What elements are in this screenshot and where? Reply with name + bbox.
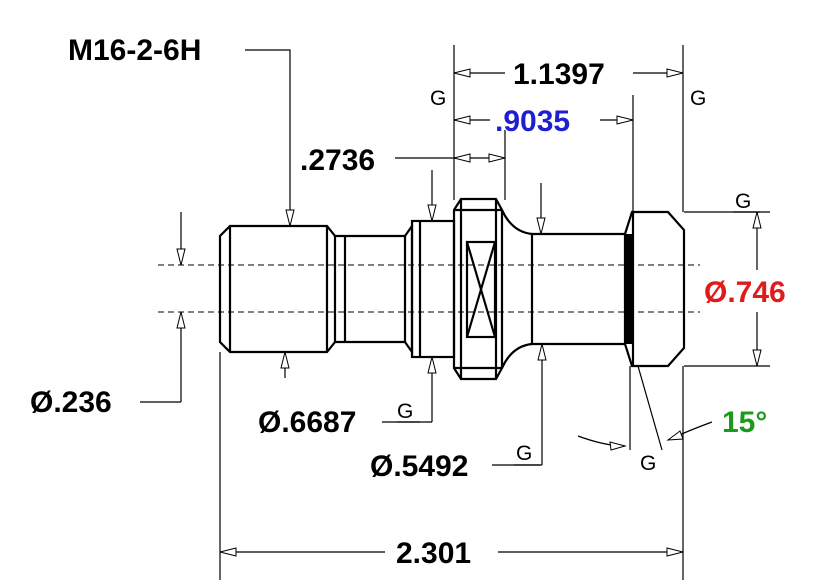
angle-label: 15°	[722, 406, 767, 439]
threaded-shank	[218, 224, 337, 354]
g-symbol-collar: G	[397, 400, 413, 423]
part-outline	[218, 197, 686, 381]
head-band	[625, 234, 633, 344]
g-symbol-right: G	[690, 87, 706, 110]
thread-label: M16-2-6H	[68, 34, 201, 67]
neck	[532, 232, 625, 346]
dimension-lines	[140, 45, 770, 580]
overall-length-label: 2.301	[396, 537, 471, 570]
length-2-label: .9035	[495, 105, 570, 138]
head	[623, 210, 686, 368]
g-symbol-angle: G	[640, 452, 656, 475]
wrench-flat	[465, 240, 497, 339]
dia-collar-label: Ø.6687	[258, 406, 356, 439]
dimension-labels: M16-2-6H 1.1397 .9035 .2736 Ø.236 Ø.6687…	[30, 34, 786, 570]
dia-neck-label: Ø.5492	[370, 450, 468, 483]
dia-bore-label: Ø.236	[30, 386, 112, 419]
g-symbol-neck: G	[516, 442, 532, 465]
g-symbol-head: G	[735, 190, 751, 213]
bore-hidden-lines	[158, 264, 700, 313]
dia-head-label: Ø.746	[704, 276, 786, 309]
length-3-label: .2736	[300, 144, 375, 177]
relief-groove	[335, 234, 407, 344]
length-1-label: 1.1397	[513, 58, 605, 91]
g-symbol-left: G	[430, 87, 446, 110]
neck-fillet	[500, 209, 533, 369]
